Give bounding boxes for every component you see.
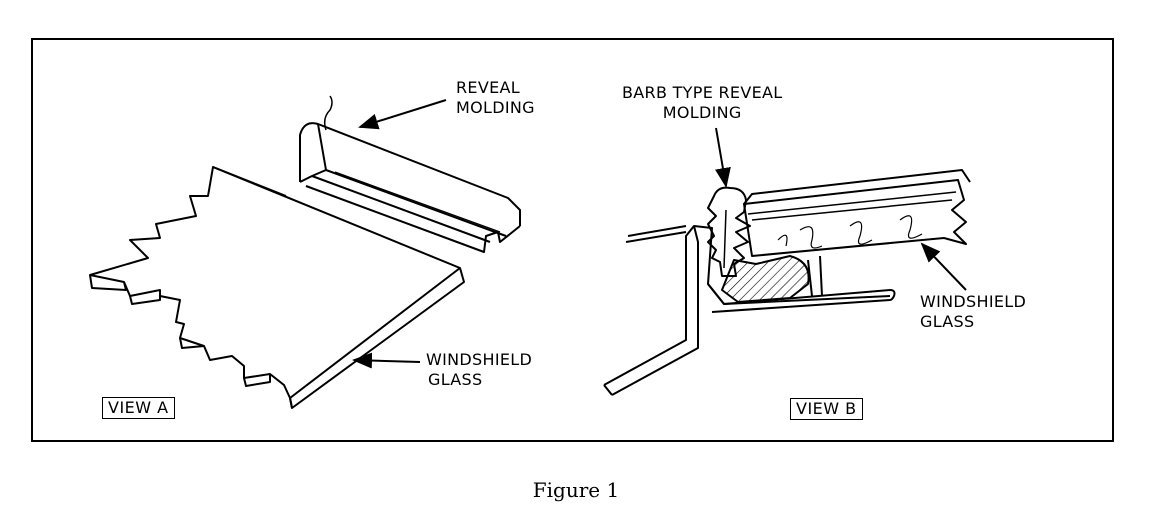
- windshield-glass-label-b: WINDSHIELD GLASS: [920, 292, 1026, 332]
- view-b-label: VIEW B: [790, 398, 863, 420]
- reveal-molding-label-line2: MOLDING: [456, 98, 535, 117]
- view-a-label: VIEW A: [102, 397, 175, 419]
- view-b-arrows: [715, 127, 967, 291]
- urethane-bead-shape: [721, 255, 810, 303]
- windshield-glass-label-a: WINDSHIELD GLASS: [426, 350, 532, 390]
- figure-frame: [31, 38, 1114, 442]
- reveal-molding-arrow: [358, 99, 447, 130]
- windshield-glass-arrow-b: [920, 242, 967, 291]
- windshield-glass-arrow-a: [352, 352, 421, 369]
- view-a-drawing: [89, 95, 521, 409]
- barb-molding-arrow: [715, 127, 731, 188]
- reveal-molding-label-line1: REVEAL: [456, 78, 520, 97]
- windshield-glass-label-a-line1: WINDSHIELD: [426, 350, 533, 369]
- windshield-glass-label-b-line2: GLASS: [920, 312, 975, 331]
- barb-molding-label-line2: MOLDING: [662, 103, 742, 122]
- body-flange-shape: [603, 225, 896, 396]
- view-b-drawing: [603, 169, 971, 396]
- view-a-arrows: [352, 99, 447, 369]
- windshield-glass-label-a-line2: GLASS: [428, 370, 483, 389]
- reveal-molding-label: REVEAL MOLDING: [456, 78, 535, 118]
- laminated-glass-shape: [743, 169, 971, 257]
- barb-molding-label: BARB TYPE REVEAL MOLDING: [622, 83, 782, 123]
- windshield-glass-label-b-line1: WINDSHIELD: [920, 292, 1027, 311]
- windshield-glass-shape: [89, 166, 465, 409]
- barb-molding-label-line1: BARB TYPE REVEAL: [622, 83, 783, 102]
- reveal-molding-shape: [299, 95, 521, 253]
- figure-caption: Figure 1: [532, 478, 620, 502]
